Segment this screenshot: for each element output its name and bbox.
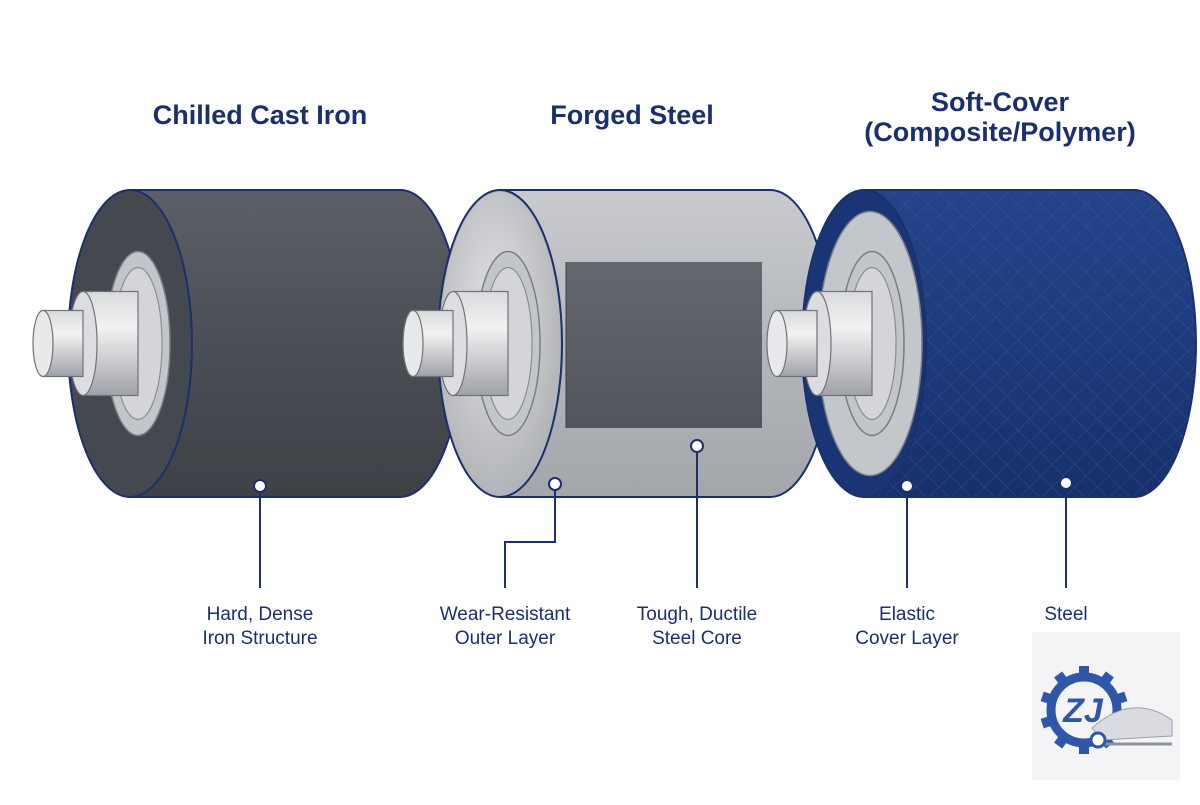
gear-icon [1040, 666, 1128, 754]
roller-end-icon [1089, 731, 1107, 749]
callout-text-line: Steel Core [652, 628, 742, 649]
soft-cover-title-line-2: (Composite/Polymer) [864, 117, 1136, 147]
forged-steel-roller [402, 189, 833, 498]
soft-cover-callout-marker-1 [900, 479, 914, 493]
chilled-cast-iron-callout-marker-1 [253, 479, 267, 493]
callout-text-line: Wear-Resistant [439, 604, 571, 625]
soft-cover-callout-marker-2 [1059, 476, 1073, 490]
logo-text: ZJ [1062, 692, 1104, 730]
steel-core-band [566, 262, 762, 428]
callout-text-line: Tough, Ductile [636, 604, 758, 625]
forged-steel-callout-marker-1 [548, 477, 562, 491]
chilled-cast-iron-roller [32, 189, 463, 498]
soft-cover-callout-label-2: Steel [966, 603, 1166, 651]
forged-steel-title: Forged Steel [550, 100, 714, 130]
callout-text-line: Outer Layer [454, 628, 556, 649]
callout-text-line: Elastic [879, 604, 935, 625]
shaft-end [766, 309, 788, 378]
logo-background: ZJ [1032, 632, 1180, 780]
soft-cover-roller [766, 189, 1197, 498]
polymer-texture [864, 190, 1196, 497]
shaft-end [32, 309, 54, 378]
chilled-cast-iron-title: Chilled Cast Iron [152, 100, 368, 130]
callout-text-line: Steel [1044, 604, 1088, 625]
callout-text-line: Hard, Dense [206, 604, 314, 625]
forged-steel-leader-line-1 [504, 490, 556, 588]
roller-swoosh-icon [1091, 707, 1173, 741]
callout-text-line: Cover Layer [855, 628, 959, 649]
soft-cover-title-line-1: Soft-Cover [930, 87, 1069, 117]
shaft-end [402, 309, 424, 378]
forged-steel-callout-marker-2 [690, 439, 704, 453]
callout-text-line: Iron Structure [202, 628, 318, 649]
callout-text-line [966, 627, 1166, 651]
company-logo: ZJ [1040, 666, 1173, 754]
